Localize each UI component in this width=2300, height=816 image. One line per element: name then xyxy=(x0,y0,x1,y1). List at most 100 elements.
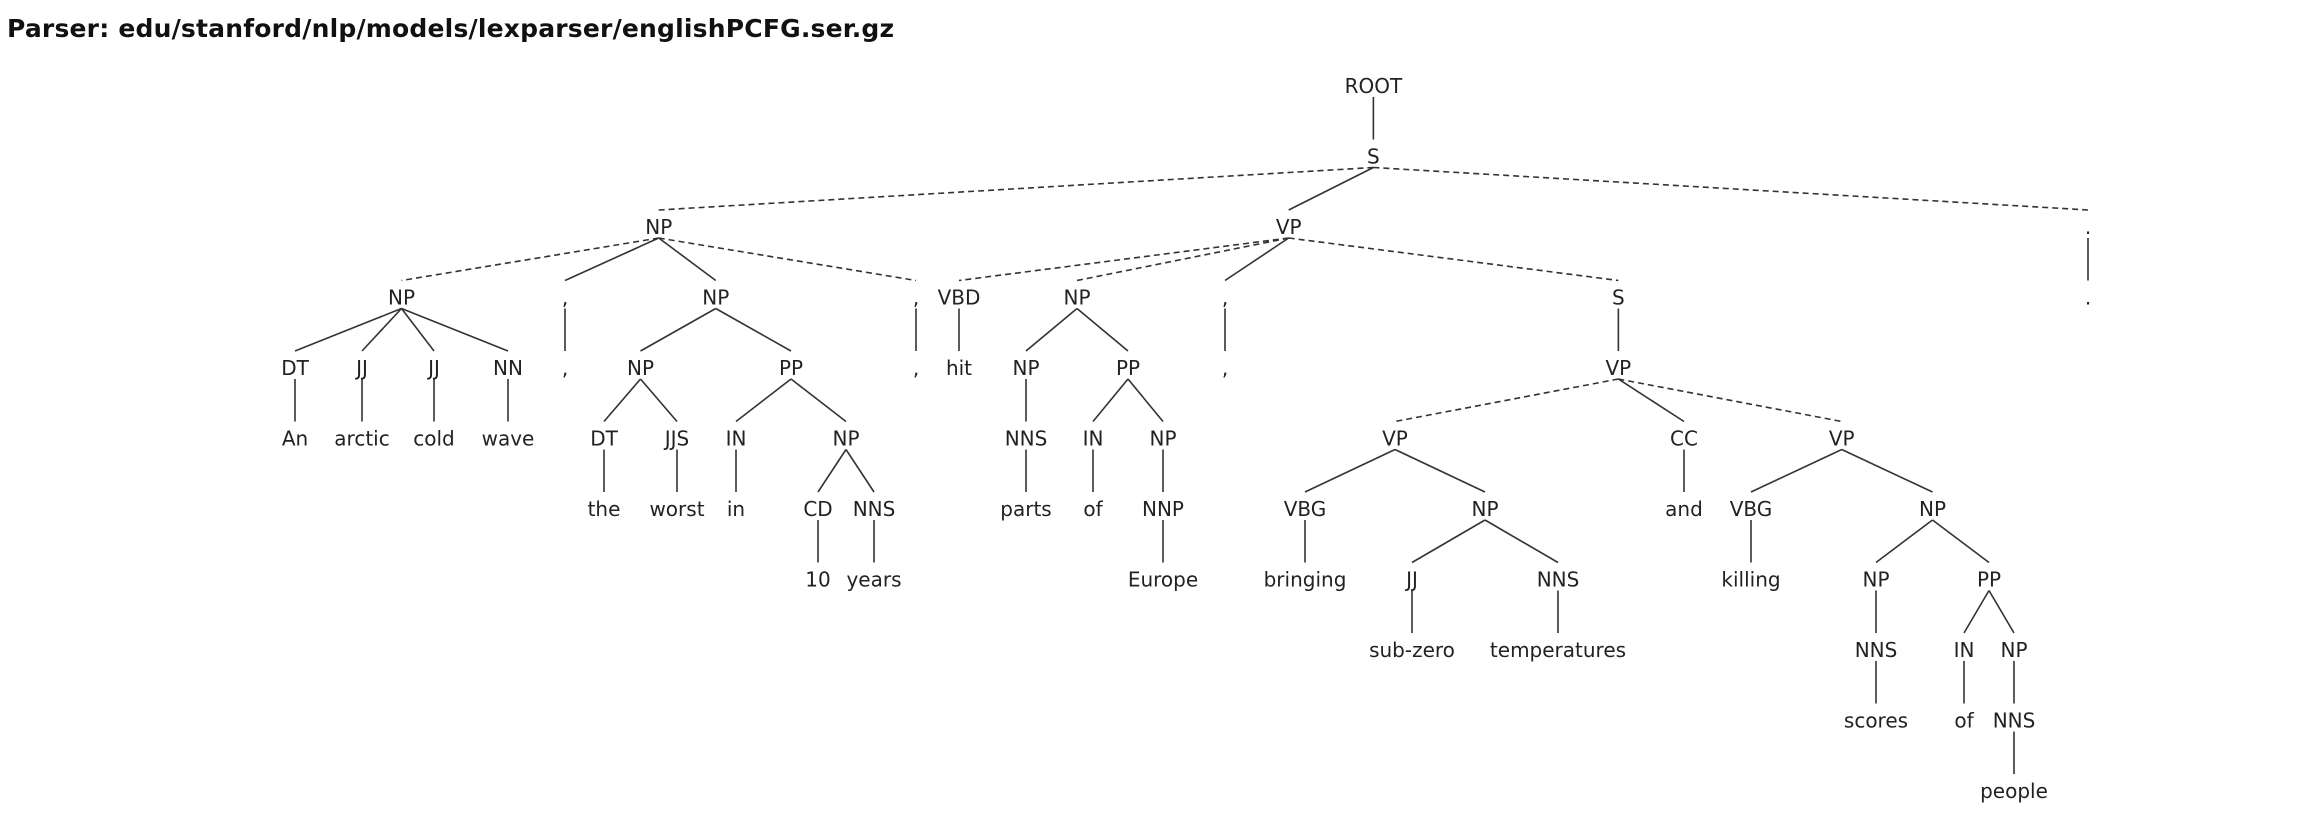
tree-edge xyxy=(817,449,847,493)
tree-node-label: NNS xyxy=(1855,638,1898,662)
tree-word: in xyxy=(727,497,745,521)
tree-node-label: DT xyxy=(281,356,309,380)
tree-word: the xyxy=(588,497,621,521)
tree-edge xyxy=(1750,448,1843,493)
tree-edge xyxy=(658,166,1374,211)
tree-edge xyxy=(1025,307,1078,352)
tree-edge xyxy=(1932,519,1990,564)
tree-edge xyxy=(639,378,678,423)
tree-node-label: NP xyxy=(832,427,859,451)
tree-node-label: NNS xyxy=(1993,709,2036,733)
tree-node-label: IN xyxy=(1083,427,1104,451)
tree-node-label: NP xyxy=(1149,427,1176,451)
tree-node-label: NNS xyxy=(1537,568,1580,592)
tree-node-label: NNS xyxy=(1005,427,1048,451)
tree-node-label: ROOT xyxy=(1345,74,1403,98)
tree-node-label: VP xyxy=(1606,356,1632,380)
tree-edge xyxy=(958,237,1289,282)
tree-edge xyxy=(735,378,792,423)
tree-edge xyxy=(1394,378,1619,423)
tree-node-label: JJ xyxy=(426,356,440,380)
tree-edge xyxy=(790,378,847,423)
tree-edge xyxy=(401,307,509,352)
tree-edge xyxy=(1617,378,1685,423)
tree-word: killing xyxy=(1721,568,1780,592)
tree-edge xyxy=(564,237,660,282)
tree-node-label: NP xyxy=(388,286,415,310)
tree-node-label: NP xyxy=(1862,568,1889,592)
tree-node-label: NNP xyxy=(1142,497,1184,521)
tree-node-label: VBG xyxy=(1730,497,1773,521)
tree-edge xyxy=(603,378,642,423)
tree-node-label: CD xyxy=(803,497,832,521)
tree-word: , xyxy=(1222,356,1228,380)
tree-node-label: VP xyxy=(1382,427,1408,451)
tree-node-label: , xyxy=(913,286,919,310)
tree-node-label: DT xyxy=(590,427,618,451)
tree-node-label: NP xyxy=(645,215,672,239)
tree-node-label: PP xyxy=(779,356,803,380)
tree-word: hit xyxy=(946,356,972,380)
tree-edge xyxy=(640,307,717,352)
tree-node-label: JJ xyxy=(354,356,368,380)
tree-node-label: S xyxy=(1612,286,1625,310)
tree-word: sub-zero xyxy=(1369,638,1455,662)
tree-node-label: NP xyxy=(1919,497,1946,521)
tree-edge xyxy=(1224,237,1290,282)
tree-edge xyxy=(1076,307,1129,352)
tree-node-label: NP xyxy=(1012,356,1039,380)
tree-edge xyxy=(1484,519,1559,564)
tree-edge xyxy=(1618,378,1842,423)
tree-word: cold xyxy=(413,427,454,451)
tree-edge xyxy=(1373,166,2089,211)
tree-edge xyxy=(401,237,659,282)
tree-word: 10 xyxy=(805,568,830,592)
tree-edge xyxy=(845,449,875,493)
parser-label: Parser: edu/stanford/nlp/models/lexparse… xyxy=(7,14,895,43)
tree-node-label: IN xyxy=(1954,638,1975,662)
tree-word: scores xyxy=(1844,709,1908,733)
tree-node-label: NP xyxy=(702,286,729,310)
tree-word: parts xyxy=(1000,497,1051,521)
tree-edge xyxy=(658,237,917,282)
tree-node-label: , xyxy=(562,286,568,310)
tree-word: An xyxy=(282,427,308,451)
tree-word: wave xyxy=(482,427,535,451)
tree-edge xyxy=(1988,590,2015,634)
tree-node-label: PP xyxy=(1977,568,2001,592)
tree-word: , xyxy=(913,356,919,380)
tree-edge xyxy=(1304,448,1396,493)
tree-edge xyxy=(294,307,402,352)
tree-node-label: JJS xyxy=(663,427,690,451)
tree-edge xyxy=(1076,237,1289,282)
tree-word: years xyxy=(846,568,901,592)
tree-edge xyxy=(1963,590,1990,634)
tree-edge xyxy=(361,307,403,352)
tree-node-label: VBG xyxy=(1284,497,1327,521)
tree-word: and xyxy=(1665,497,1703,521)
tree-node-label: IN xyxy=(726,427,747,451)
tree-word: . xyxy=(2085,286,2091,310)
tree-node-label: VP xyxy=(1829,427,1855,451)
tree-word: arctic xyxy=(334,427,389,451)
tree-node-label: , xyxy=(1222,286,1228,310)
tree-node-label: S xyxy=(1367,145,1380,169)
tree-node-label: PP xyxy=(1116,356,1140,380)
tree-node-label: NP xyxy=(1063,286,1090,310)
tree-word: , xyxy=(562,356,568,380)
tree-node-label: . xyxy=(2085,215,2091,239)
tree-node-label: NP xyxy=(1471,497,1498,521)
tree-node-label: CC xyxy=(1670,427,1698,451)
tree-edge xyxy=(658,237,717,282)
tree-edge xyxy=(1288,166,1374,211)
tree-node-label: VBD xyxy=(938,286,981,310)
tree-edge xyxy=(1288,237,1619,282)
tree-word: bringing xyxy=(1264,568,1347,592)
tree-edge xyxy=(715,307,792,352)
tree-word: of xyxy=(1954,709,1974,733)
tree-node-label: JJ xyxy=(1404,568,1418,592)
tree-edge xyxy=(1092,378,1129,423)
tree-word: temperatures xyxy=(1490,638,1626,662)
tree-edge xyxy=(1841,448,1933,493)
